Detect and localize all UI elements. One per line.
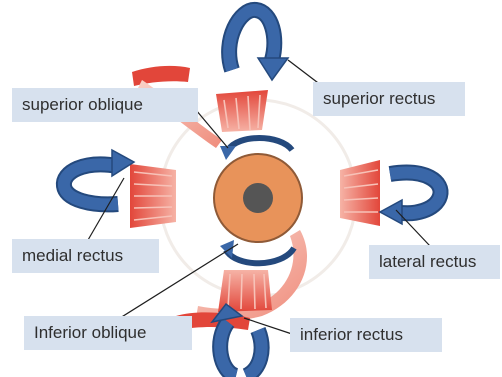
superior-oblique-rotation-arrowhead-icon: [220, 146, 236, 160]
pointer-inferior-rectus: [244, 318, 292, 334]
superior-rectus-rotation-arrow-icon: [229, 10, 288, 80]
superior-oblique-rotation-arrow-icon: [228, 138, 292, 150]
label-medial-rectus: medial rectus: [12, 239, 159, 273]
lateral-rectus-rotation-arrow-icon: [380, 173, 441, 224]
medial-rectus-muscle: [130, 164, 176, 228]
lateral-rectus-muscle: [340, 160, 380, 226]
superior-rectus-muscle: [216, 90, 268, 132]
label-lateral-rectus: lateral rectus: [369, 245, 500, 279]
label-inferior-rectus: inferior rectus: [290, 318, 442, 352]
inferior-oblique-rotation-arrow-icon: [226, 248, 294, 263]
medial-rectus-rotation-arrow-icon: [64, 150, 134, 204]
pupil: [243, 183, 273, 213]
label-superior-rectus: superior rectus: [313, 82, 465, 116]
label-superior-oblique: superior oblique: [12, 88, 198, 122]
label-inferior-oblique: Inferior oblique: [24, 316, 192, 350]
